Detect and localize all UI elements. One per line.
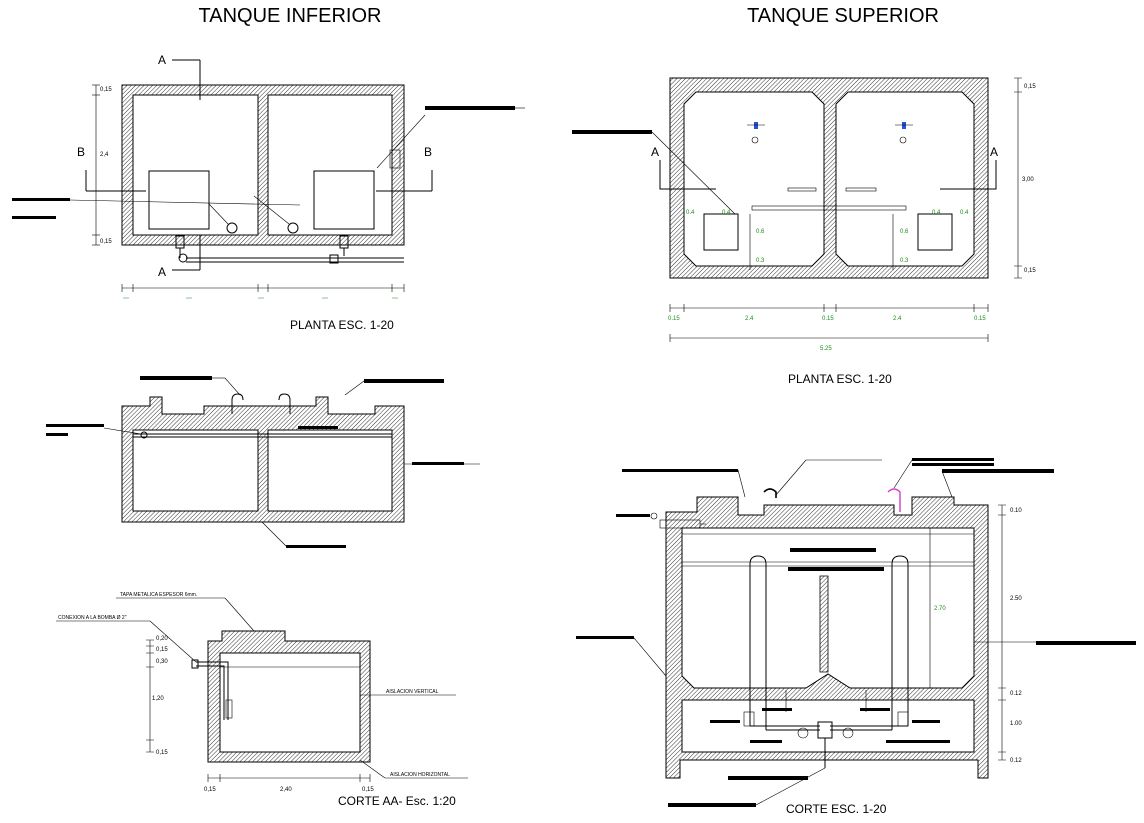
dim-lower-section-left-1: 0,15	[156, 647, 168, 653]
dim-upper-section-right-1: 2.50	[1010, 596, 1022, 602]
lower-tank-plan: 0,15 2,4 0,15 A A B B PLANTA ESC. 1-20	[12, 53, 525, 332]
dim-upper-plan-total: 5.25	[820, 346, 832, 352]
upper-tank-section: 2.70 0.10 2.50 0.12 1.00 0.12 CORTE ESC.…	[576, 458, 1136, 816]
lower-plan-section-b-left: B	[77, 145, 85, 159]
dim-lower-plan-left-2: 0,15	[100, 239, 112, 245]
dim-lower-section-left-0: 0,20	[156, 636, 168, 642]
dim-upper-plan-inner-2: 0.4	[932, 210, 941, 216]
lower-plan-section-a-bottom: A	[158, 265, 166, 279]
dim-upper-plan-bottom-3: 2.4	[893, 316, 902, 322]
dim-upper-plan-inner-0: 0.4	[686, 210, 695, 216]
caption-lower-plan: PLANTA ESC. 1-20	[290, 318, 394, 332]
dim-lower-plan-left-1: 2,4	[100, 152, 109, 158]
lower-tank-section-bb	[46, 376, 480, 548]
title-lower-tank: TANQUE INFERIOR	[199, 5, 382, 27]
dim-upper-section-right-2: 0.12	[1010, 691, 1022, 697]
caption-upper-plan: PLANTA ESC. 1-20	[788, 372, 892, 386]
dim-upper-plan-inner-3: 0.4	[960, 210, 969, 216]
dim-upper-plan-right-0: 0,15	[1024, 84, 1036, 90]
dim-upper-section-right-3: 1.00	[1010, 721, 1022, 727]
lower-plan-section-b-right: B	[424, 145, 432, 159]
upper-plan-section-a-right: A	[990, 145, 998, 159]
dim-upper-plan-bottom-1: 2.4	[745, 316, 754, 322]
caption-upper-section: CORTE ESC. 1-20	[786, 802, 887, 816]
dim-upper-section-right-4: 0.12	[1010, 758, 1022, 764]
dim-lower-section-bottom-0: 0,15	[204, 787, 216, 793]
dim-lower-section-bottom-1: 2,40	[280, 787, 292, 793]
note-aislacion-vertical: AISLACION VERTICAL	[386, 689, 439, 695]
dim-lower-section-left-2: 0,30	[156, 659, 168, 665]
dim-upper-plan-right-1: 3,00	[1022, 177, 1034, 183]
upper-plan-section-a-left: A	[651, 145, 659, 159]
upper-tank-plan: 0.4 0.4 0.4 0.4 0.6 0.3 0.6 0.3 0,15 3,0…	[572, 77, 1036, 386]
dim-lower-plan-left-0: 0,15	[100, 87, 112, 93]
dim-upper-plan-inner-1: 0.4	[722, 210, 731, 216]
caption-lower-section: CORTE AA- Esc. 1:20	[338, 794, 456, 808]
dim-upper-plan-bottom-0: 0.15	[668, 316, 680, 322]
dim-upper-plan-inner-5: 0.3	[756, 258, 765, 264]
dim-upper-section-right-0: 0.10	[1010, 508, 1022, 514]
dim-upper-section-inner: 2.70	[934, 606, 946, 612]
dim-upper-plan-bottom-4: 0.15	[974, 316, 986, 322]
dim-upper-plan-inner-4: 0.6	[756, 229, 765, 235]
dim-upper-plan-inner-7: 0.3	[900, 258, 909, 264]
note-conexion: CONEXION A LA BOMBA Ø 2"	[58, 615, 127, 621]
dim-upper-plan-right-2: 0,15	[1024, 268, 1036, 274]
dim-lower-section-bottom-2: 0,15	[362, 787, 374, 793]
note-aislacion-horizontal: AISLACION HORIZONTAL	[390, 772, 450, 778]
title-upper-tank: TANQUE SUPERIOR	[747, 5, 939, 27]
lower-tank-section-aa: 0,20 0,15 0,30 1,20 0,15 0,15 2,40 0,15 …	[56, 592, 468, 808]
dim-lower-section-left-3: 1,20	[152, 696, 164, 702]
dim-lower-section-left-4: 0,15	[156, 750, 168, 756]
dim-upper-plan-inner-6: 0.6	[900, 229, 909, 235]
lower-plan-section-a-top: A	[158, 53, 166, 67]
dim-upper-plan-bottom-2: 0.15	[822, 316, 834, 322]
note-tapa: TAPA METALICA ESPESOR 6mm.	[120, 592, 197, 598]
